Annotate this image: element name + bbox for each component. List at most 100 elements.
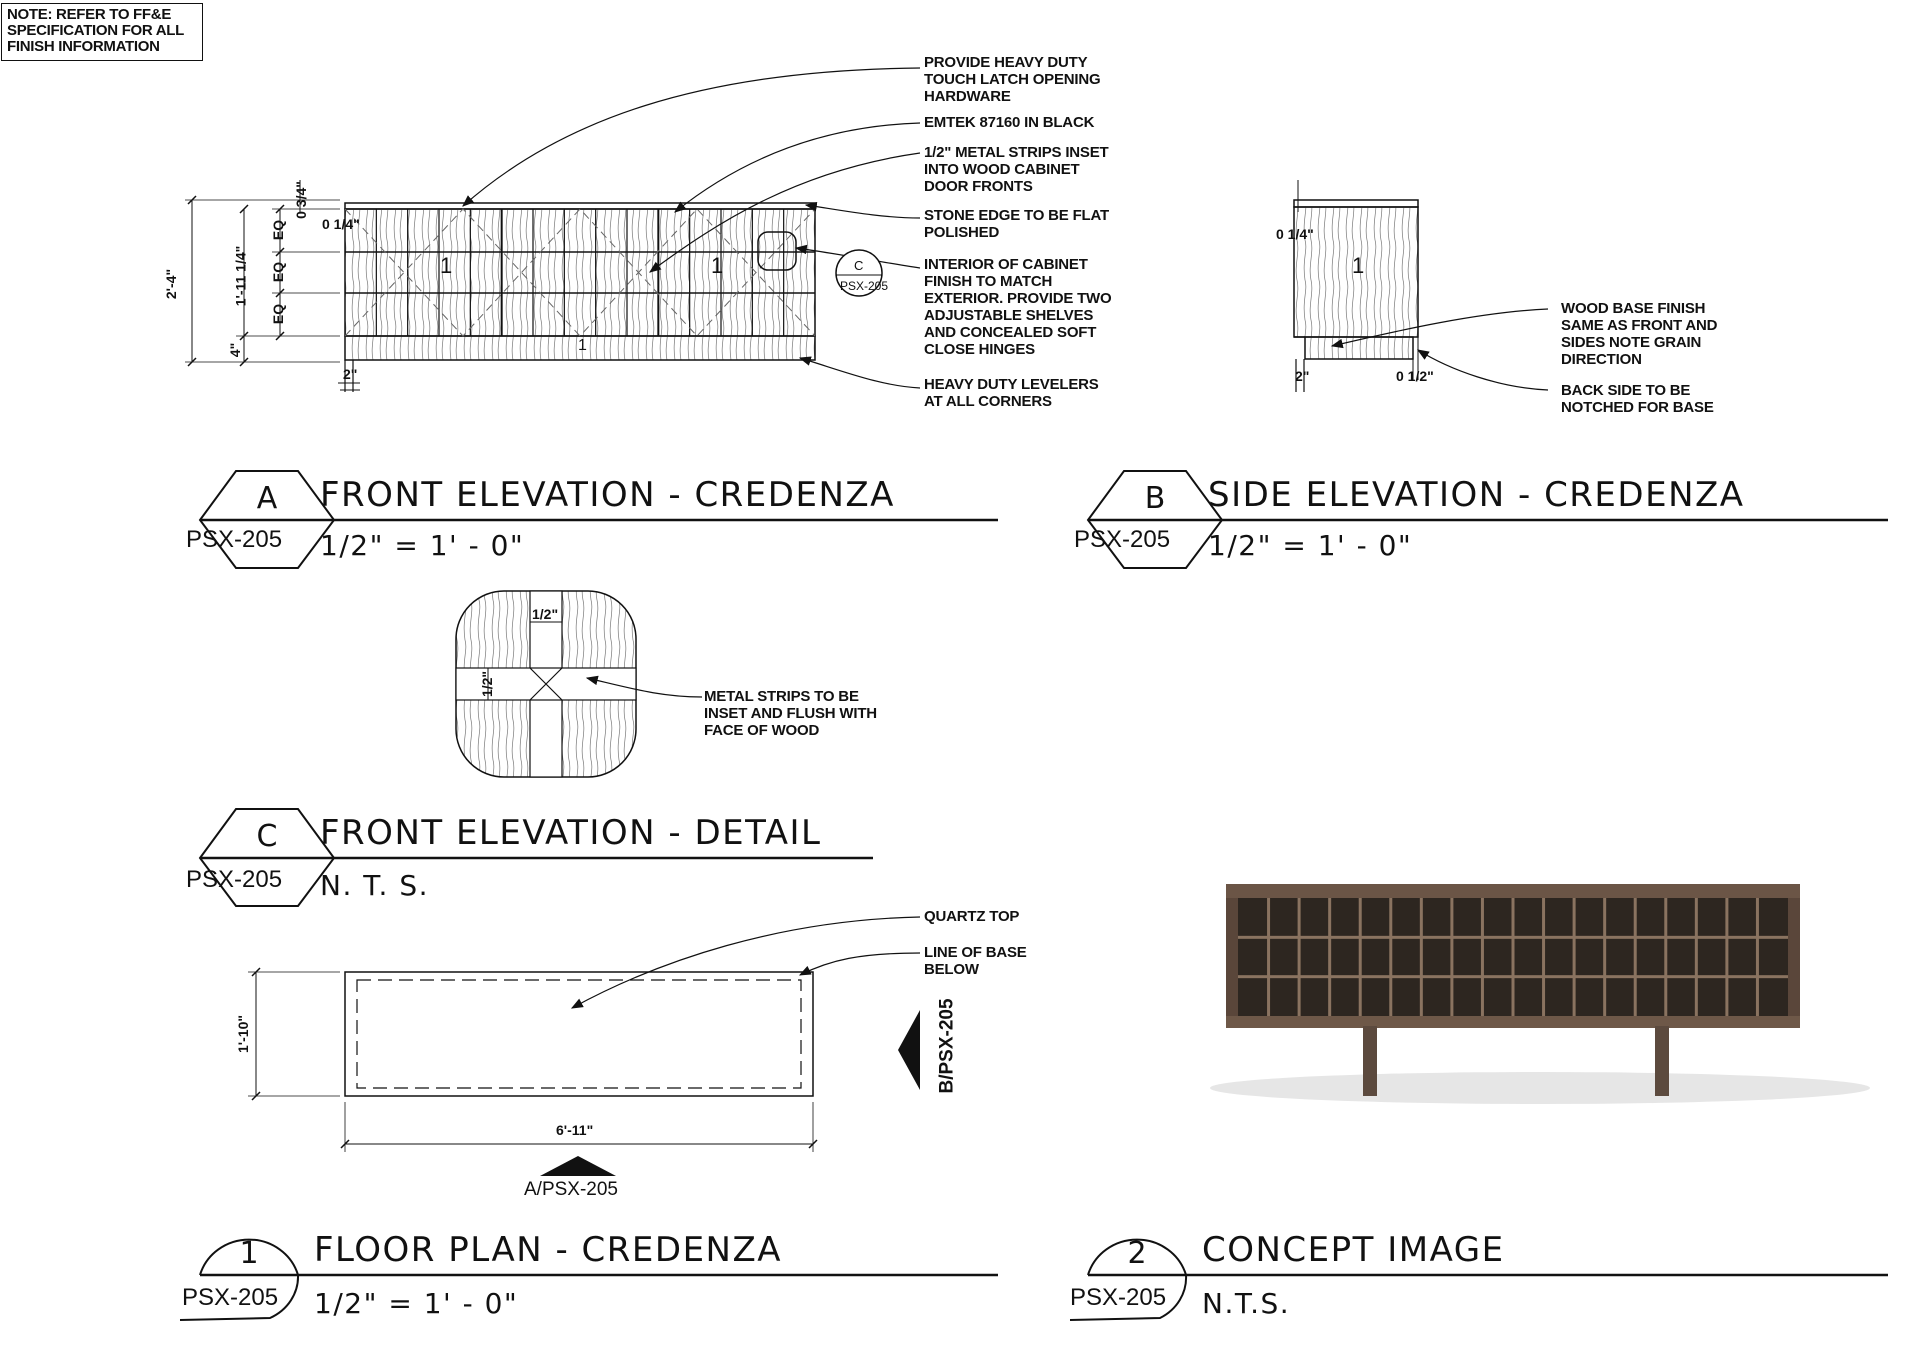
- door-mark-1: 1: [440, 253, 453, 278]
- base-line-below: [356, 979, 802, 1089]
- title-c-name: FRONT ELEVATION - DETAIL: [320, 813, 822, 853]
- concept-divider: [1603, 898, 1607, 1016]
- callout-quartz-top: QUARTZ TOP: [924, 908, 1020, 925]
- front-elevation-drawing: [185, 67, 921, 392]
- dim-eq-1: EQ: [270, 219, 287, 241]
- dim-leg: 2": [343, 366, 358, 382]
- detail-dim-h: 1/2": [532, 606, 559, 622]
- dim-top-reveal: 0 1/4": [322, 216, 360, 232]
- detail-bubble-letter: C: [854, 258, 864, 273]
- title-a-tag: A: [256, 481, 278, 516]
- concept-divider: [1542, 898, 1546, 1016]
- side-door-mark: 1: [1352, 253, 1365, 278]
- section-label-b: B/PSX-205: [936, 998, 958, 1094]
- callout-stone-edge: STONE EDGE TO BE FLAT POLISHED: [924, 207, 1109, 241]
- callout-line-of-base: LINE OF BASE BELOW: [924, 944, 1027, 978]
- dim-eq-3: EQ: [270, 303, 287, 325]
- dim-top: 0 3/4": [292, 181, 309, 219]
- side-dim-notch: 0 1/2": [1396, 368, 1434, 384]
- side-dim-leg: 2": [1295, 368, 1310, 384]
- dim-base: 4": [227, 342, 244, 358]
- concept-divider: [1358, 898, 1362, 1016]
- concept-divider: [1419, 898, 1423, 1016]
- title-b-scale: 1/2" = 1' - 0": [1208, 529, 1413, 562]
- side-elevation-drawing: [1293, 180, 1549, 392]
- title-a-scale: 1/2" = 1' - 0": [320, 529, 525, 562]
- concept-divider: [1664, 898, 1668, 1016]
- finish-note-box: NOTE: REFER TO FF&E SPECIFICATION FOR AL…: [1, 3, 203, 61]
- callout-emtek: EMTEK 87160 IN BLACK: [924, 114, 1095, 131]
- title-1-scale: 1/2" = 1' - 0": [314, 1287, 519, 1320]
- concept-shelf: [1238, 975, 1788, 979]
- title-a-sheet: PSX-205: [186, 526, 283, 553]
- title-tag-1: [179, 1238, 998, 1321]
- concept-leg-left: [1363, 1026, 1377, 1096]
- concept-divider: [1389, 898, 1393, 1016]
- door-mark-3: 1: [578, 337, 587, 354]
- title-2-tag: 2: [1127, 1236, 1147, 1271]
- concept-leg-right: [1655, 1026, 1669, 1096]
- concept-shelf: [1238, 935, 1788, 939]
- door-mark-2: 1: [711, 253, 724, 278]
- detail-drawing: [455, 590, 703, 778]
- concept-divider: [1511, 898, 1515, 1016]
- dim-overall-height: 2'-4": [163, 268, 180, 300]
- title-1-name: FLOOR PLAN - CREDENZA: [314, 1230, 783, 1270]
- title-1-tag: 1: [239, 1236, 259, 1271]
- dim-eq-2: EQ: [270, 261, 287, 283]
- title-c-tag: C: [256, 819, 278, 854]
- title-c-sheet: PSX-205: [186, 866, 283, 893]
- title-tag-a: [198, 470, 998, 569]
- plan-dim-width: 6'-11": [556, 1122, 594, 1138]
- title-b-sheet: PSX-205: [1074, 526, 1171, 553]
- concept-divider: [1297, 898, 1301, 1016]
- section-arrow-a-icon: [540, 1156, 616, 1176]
- title-c-scale: N. T. S.: [320, 869, 430, 902]
- concept-divider: [1725, 898, 1729, 1016]
- floor-plan-drawing: [248, 916, 921, 1176]
- title-2-name: CONCEPT IMAGE: [1202, 1230, 1505, 1270]
- concept-image: [1210, 884, 1870, 1104]
- stone-top: [344, 202, 816, 210]
- title-tag-c: [198, 808, 873, 907]
- callout-touch-latch: PROVIDE HEAVY DUTY TOUCH LATCH OPENING H…: [924, 54, 1101, 105]
- concept-divider: [1480, 898, 1484, 1016]
- credenza-base: [344, 335, 816, 361]
- section-label-a: A/PSX-205: [524, 1179, 618, 1200]
- concept-divider: [1572, 898, 1576, 1016]
- concept-divider: [1755, 898, 1759, 1016]
- side-dim-top-reveal: 0 1/4": [1276, 226, 1314, 242]
- callout-metal-flush: METAL STRIPS TO BE INSET AND FLUSH WITH …: [704, 688, 877, 739]
- callout-wood-base: WOOD BASE FINISH SAME AS FRONT AND SIDES…: [1561, 300, 1718, 368]
- title-tag-b: [1086, 470, 1888, 569]
- callout-interior: INTERIOR OF CABINET FINISH TO MATCH EXTE…: [924, 256, 1112, 358]
- door-swing-lines: [344, 208, 816, 337]
- concept-divider: [1267, 898, 1271, 1016]
- concept-divider: [1450, 898, 1454, 1016]
- cabinet-body: [344, 208, 816, 337]
- title-b-name: SIDE ELEVATION - CREDENZA: [1208, 475, 1745, 515]
- detail-bubble-sheet: PSX-205: [840, 279, 889, 293]
- section-arrow-b-icon: [898, 1010, 920, 1090]
- concept-divider: [1633, 898, 1637, 1016]
- plan-dim-depth: 1'-10": [235, 1015, 251, 1053]
- concept-divider: [1694, 898, 1698, 1016]
- title-b-tag: B: [1144, 481, 1166, 516]
- title-tag-2: [1069, 1238, 1888, 1321]
- concept-grid: [1238, 898, 1788, 1016]
- dim-cabinet-height: 1'-11 1/4": [232, 245, 249, 307]
- concept-top: [1226, 884, 1800, 898]
- callout-levelers: HEAVY DUTY LEVELERS AT ALL CORNERS: [924, 376, 1099, 410]
- concept-divider: [1328, 898, 1332, 1016]
- callout-metal-strips: 1/2" METAL STRIPS INSET INTO WOOD CABINE…: [924, 144, 1109, 195]
- title-2-scale: N.T.S.: [1202, 1287, 1291, 1320]
- title-1-sheet: PSX-205: [182, 1284, 279, 1311]
- title-a-name: FRONT ELEVATION - CREDENZA: [320, 475, 895, 515]
- cabinet-door-grid: [375, 209, 785, 336]
- title-2-sheet: PSX-205: [1070, 1284, 1167, 1311]
- quartz-top-outline: [344, 971, 814, 1097]
- callout-back-side: BACK SIDE TO BE NOTCHED FOR BASE: [1561, 382, 1714, 416]
- detail-bubble-circle: [835, 249, 883, 297]
- detail-dim-v: 1/2": [479, 670, 496, 698]
